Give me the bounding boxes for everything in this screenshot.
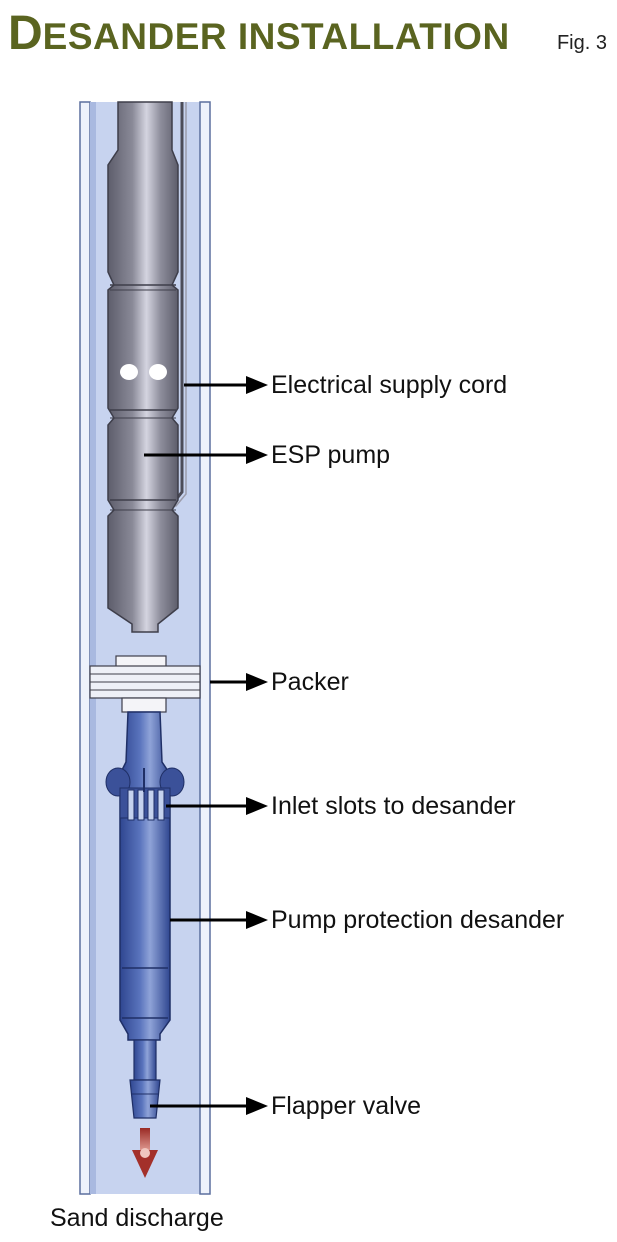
- label-electrical-supply-cord: Electrical supply cord: [271, 371, 508, 399]
- title-initial: D: [8, 7, 43, 60]
- pump-port-right: [149, 364, 167, 380]
- pump-port-left: [120, 364, 138, 380]
- title-rest: esander installation: [42, 16, 510, 57]
- label-flapper-valve: Flapper valve: [271, 1092, 422, 1120]
- label-packer: Packer: [271, 668, 349, 696]
- callout-pump-protection-desander: [170, 911, 268, 929]
- callout-flapper-valve: [150, 1097, 268, 1115]
- packer: [89, 655, 201, 713]
- sand-discharge-arrow: [132, 1128, 158, 1178]
- esp-pump: [107, 101, 179, 633]
- callout-inlet-slots: [166, 797, 268, 815]
- callout-esp-pump: [144, 446, 268, 464]
- label-pump-protection-desander: Pump protection desander: [271, 906, 565, 934]
- label-esp-pump: ESP pump: [271, 441, 391, 469]
- callout-electrical-supply-cord: [184, 376, 268, 394]
- flapper-valve: [129, 1039, 161, 1119]
- inlet-slots: [127, 768, 165, 821]
- label-inlet-slots: Inlet slots to desander: [271, 792, 516, 820]
- page-title: Desander installation: [8, 6, 510, 61]
- figure-number: Fig. 3: [556, 32, 607, 54]
- callout-packer: [210, 673, 268, 691]
- sand-discharge-caption: Sand discharge: [50, 1204, 224, 1232]
